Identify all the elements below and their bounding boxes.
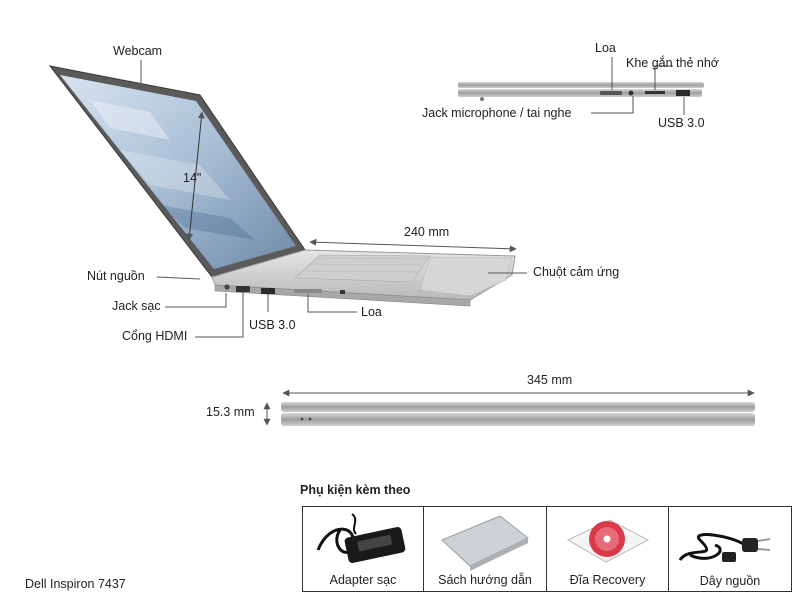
label-audio-jack: Jack microphone / tai nghe xyxy=(422,106,572,120)
charger-adapter-icon xyxy=(316,513,406,564)
accessory-label-cord: Dây nguồn xyxy=(699,574,761,588)
label-charging-jack: Jack sạc xyxy=(112,299,161,313)
label-thickness: 15.3 mm xyxy=(206,405,255,419)
label-usb-right: USB 3.0 xyxy=(658,116,705,130)
power-cord-icon xyxy=(678,533,771,562)
label-webcam: Webcam xyxy=(113,44,163,58)
model-name: Dell Inspiron 7437 xyxy=(25,577,126,591)
recovery-disc-icon xyxy=(566,519,650,563)
laptop-main-view xyxy=(48,65,517,307)
label-hdmi-port: Cổng HDMI xyxy=(122,329,188,343)
label-screen-size: 14" xyxy=(183,171,202,185)
manual-book-icon xyxy=(441,515,529,571)
accessory-cell-cord xyxy=(668,506,792,592)
accessory-label-adapter: Adapter sạc xyxy=(329,573,397,587)
label-speaker-right: Loa xyxy=(595,41,616,55)
accessory-label-disc: Đĩa Recovery xyxy=(569,573,646,587)
label-width: 345 mm xyxy=(527,373,573,387)
label-power-button: Nút nguồn xyxy=(87,269,145,283)
label-touchpad: Chuột cảm ứng xyxy=(533,265,620,279)
label-speaker-left: Loa xyxy=(361,305,382,319)
label-depth: 240 mm xyxy=(404,225,450,239)
laptop-right-side-view xyxy=(458,82,704,101)
accessory-label-manual: Sách hướng dẫn xyxy=(438,573,532,587)
label-usb-left: USB 3.0 xyxy=(249,318,296,332)
label-card-slot: Khe gắn thẻ nhớ xyxy=(626,56,719,70)
accessories-title: Phụ kiện kèm theo xyxy=(300,483,411,497)
laptop-front-view xyxy=(263,389,755,426)
